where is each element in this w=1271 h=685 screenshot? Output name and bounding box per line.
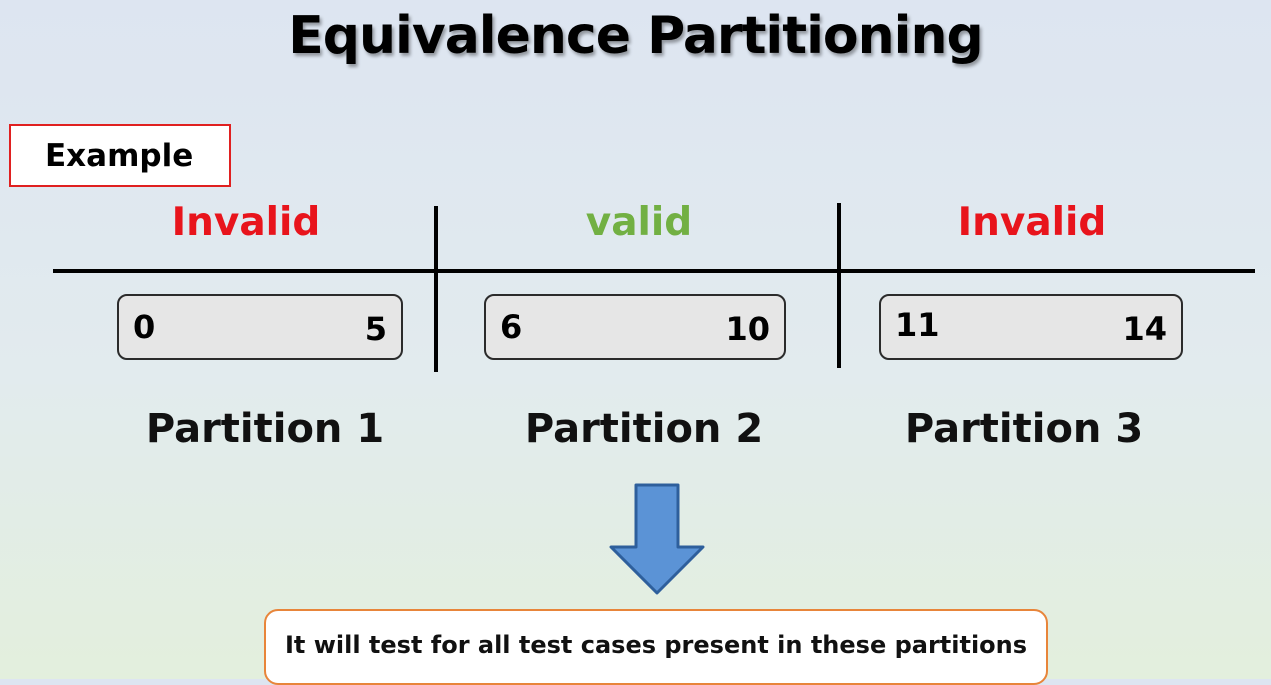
category-label-2: valid	[585, 200, 693, 245]
range-high-1: 5	[364, 310, 387, 348]
category-label-1: Invalid	[171, 200, 321, 245]
range-low-3: 11	[895, 306, 940, 344]
horizontal-axis-line	[53, 269, 1255, 273]
page-title: Equivalence Partitioning	[288, 6, 984, 66]
partition-label-2: Partition 2	[524, 406, 764, 452]
range-high-2: 10	[725, 310, 770, 348]
range-low-2: 6	[500, 308, 523, 346]
example-label-box: Example	[9, 124, 231, 187]
range-high-3: 14	[1122, 310, 1167, 348]
partition-label-1: Partition 1	[145, 406, 385, 452]
conclusion-text: It will test for all test cases present …	[284, 631, 1028, 659]
partition-label-3: Partition 3	[904, 406, 1144, 452]
example-label: Example	[45, 137, 194, 174]
divider-line-2	[837, 203, 841, 368]
category-label-3: Invalid	[957, 200, 1107, 245]
range-box-2: 6 10	[484, 294, 786, 360]
down-arrow-icon	[609, 483, 705, 595]
conclusion-note: It will test for all test cases present …	[264, 609, 1048, 685]
range-box-1: 0 5	[117, 294, 403, 360]
range-box-3: 11 14	[879, 294, 1183, 360]
divider-line-1	[434, 206, 438, 372]
range-low-1: 0	[133, 308, 156, 346]
